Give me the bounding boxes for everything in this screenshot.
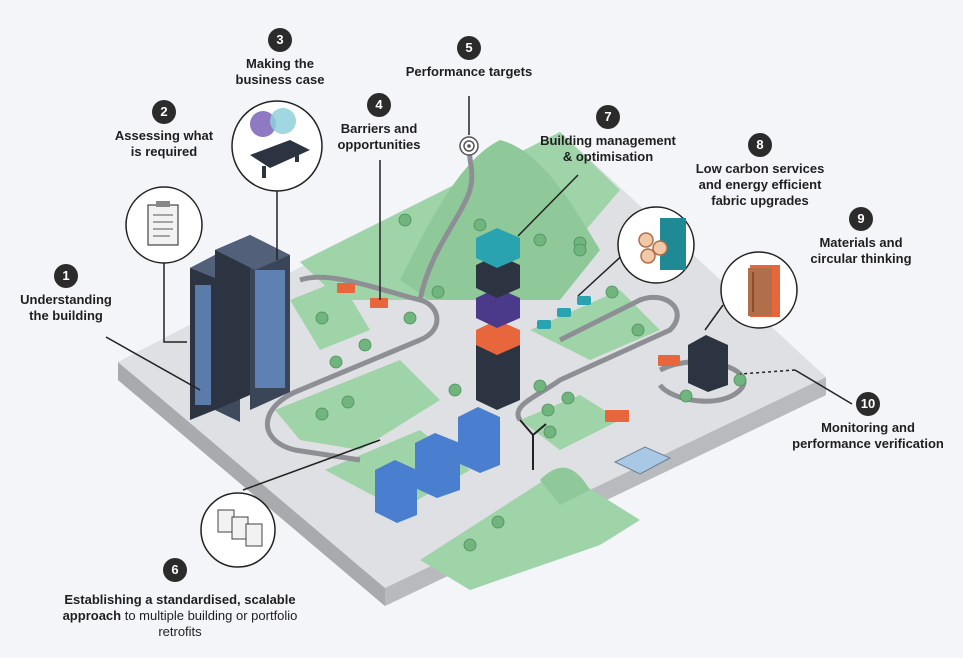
step-9: 9 Materials and circular thinking [803,207,919,267]
step-label: Understanding the building [20,292,112,323]
target-icon [459,136,479,156]
step-label: Monitoring and performance verification [792,420,944,451]
solar-panel [613,446,672,475]
callout-bubble-documents [200,492,276,568]
step-number-badge: 1 [54,264,78,288]
step-number-badge: 5 [457,36,481,60]
step-number-badge: 4 [367,93,391,117]
step-label: Performance targets [405,64,533,79]
step-3: 3 Making the business case [225,28,335,88]
step-4: 4 Barriers and opportunities [327,93,431,153]
step-number-badge: 2 [152,100,176,124]
callout-bubble-clipboard [125,186,203,264]
step-number-badge: 6 [163,558,187,582]
step-label: Barriers and opportunities [337,121,421,152]
step-label-bold: Establishing a standardised, scalable ap… [62,592,296,623]
step-10: 10 Monitoring and performance verificati… [780,392,956,452]
blue-buildings [375,407,500,523]
step-6-label: Establishing a standardised, scalable ap… [52,592,308,640]
step-2: 2 Assessing what is required [84,100,244,160]
vehicles [337,283,680,422]
central-stack-building [476,228,520,410]
step-7: 7 Building management & optimisation [528,105,688,165]
step-number-badge: 9 [849,207,873,231]
step-label: Low carbon services and energy efficient… [695,161,825,208]
step-label: Making the business case [235,56,325,87]
callout-bubble-meeting [231,100,323,192]
step-number-badge: 8 [748,133,772,157]
leader-lines [105,96,853,491]
hill [400,140,600,505]
trees [315,213,747,552]
step-number-badge: 3 [268,28,292,52]
step-5: 5 Performance targets [394,36,544,80]
step-label: Building management & optimisation [540,133,676,164]
tall-towers [190,235,290,422]
step-label: Assessing what is required [114,128,214,159]
step-number-badge: 10 [856,392,880,416]
step-label-rest: to multiple building or portfolio retrof… [121,608,298,639]
callout-bubble-pipes [617,206,695,284]
step-8: 8 Low carbon services and energy efficie… [690,133,830,209]
wind-turbine [519,419,547,470]
step-number-badge: 7 [596,105,620,129]
step-6-badge-wrap: 6 [162,558,188,582]
small-dark-building [688,335,728,392]
step-1: 1 Understanding the building [14,264,118,324]
callout-bubble-timber [720,251,798,329]
step-label: Materials and circular thinking [810,235,912,266]
